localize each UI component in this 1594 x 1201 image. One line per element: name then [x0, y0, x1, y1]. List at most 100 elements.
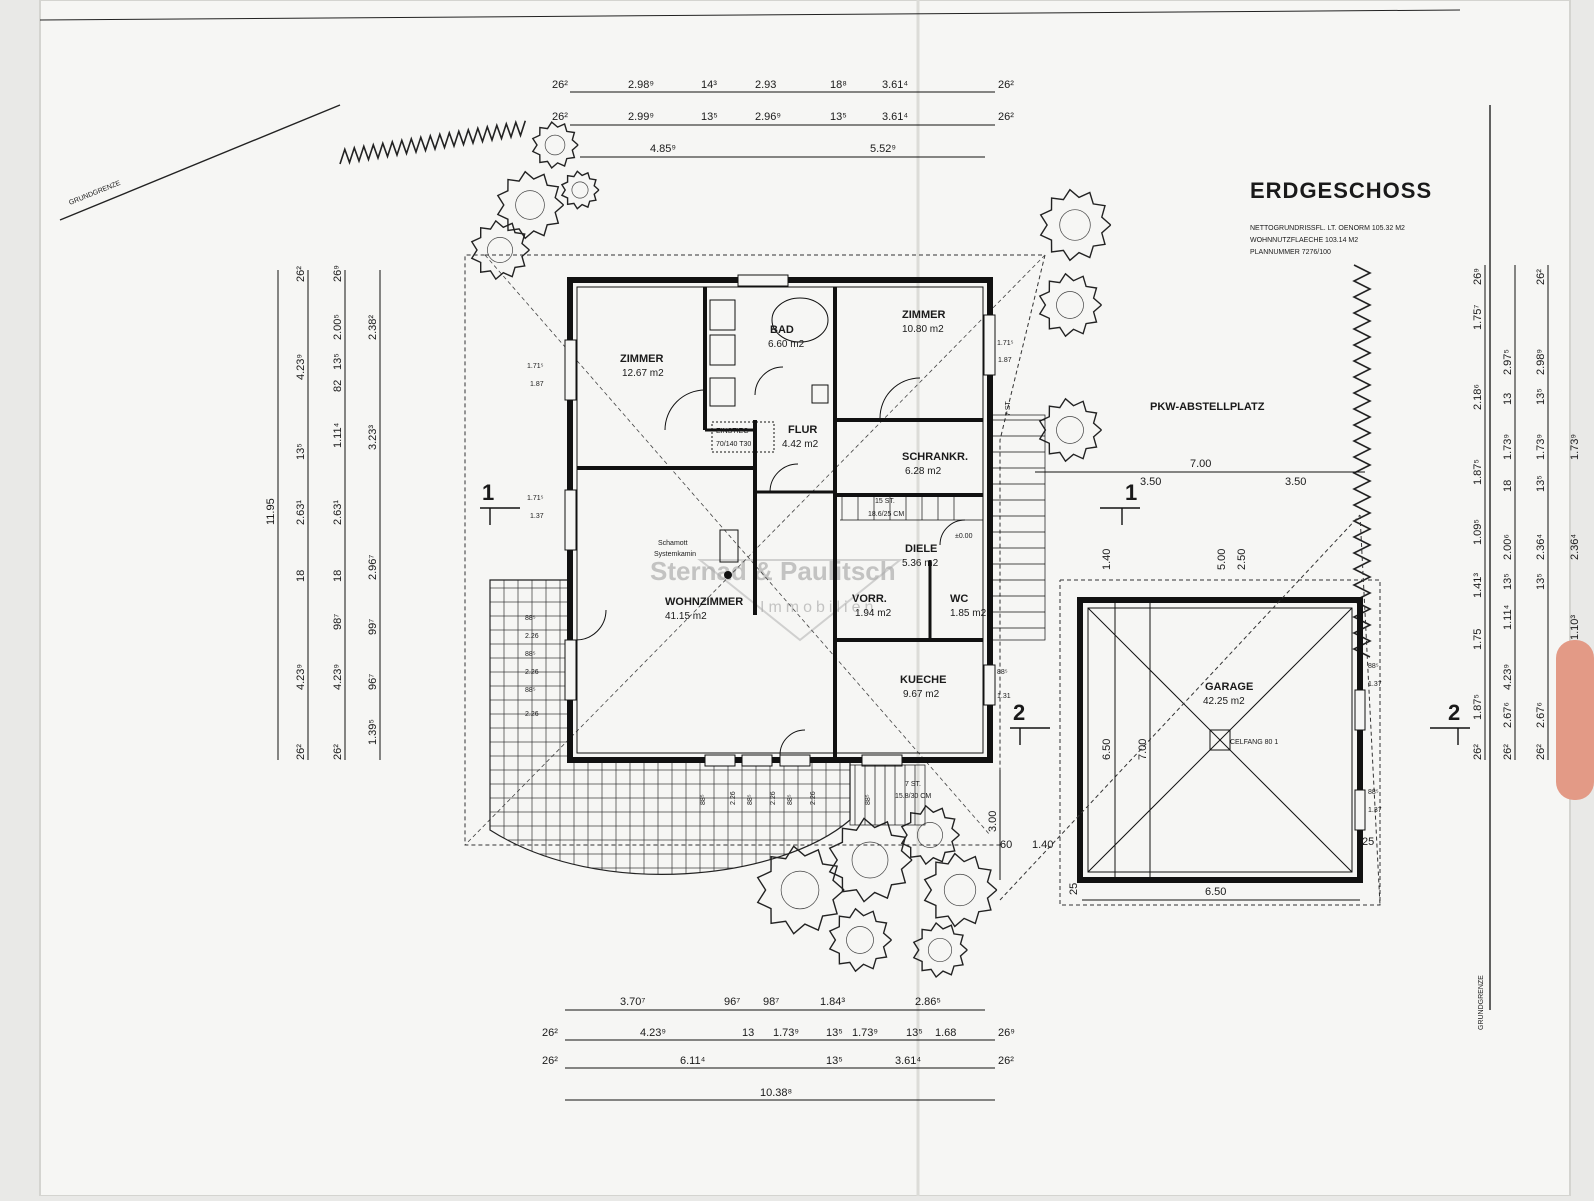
finger [1556, 640, 1594, 800]
dim-pkw-350b: 3.50 [1285, 476, 1306, 488]
dim-b2: 2.26 [730, 791, 737, 805]
dim-top-r3-0: 4.85⁹ [650, 143, 676, 155]
dim-top-r2-1: 2.99⁹ [628, 111, 654, 123]
dim-g300: 3.00 [987, 811, 999, 832]
dim-left-c2-0: 26² [295, 266, 307, 282]
dim-left-c4-0: 2.38² [367, 315, 379, 340]
dim-right-c4-1: 1.73⁹ [1569, 434, 1581, 460]
dim-top-r1-6: 26² [998, 79, 1014, 91]
section-mark-2-left: 2 [1013, 700, 1026, 725]
dim-g650b: 6.50 [1205, 886, 1226, 898]
dim-gw1b: 1.37 [1368, 681, 1382, 688]
dim-top-r1-3: 2.93 [755, 79, 776, 91]
dim-left-c3-4: 1.11⁴ [332, 422, 344, 448]
room-diele-name: DIELE [905, 543, 937, 555]
dim-b7: 88⁵ [865, 794, 872, 805]
dim-g25: 25 [1362, 836, 1374, 848]
dim-left-c2-6: 26² [295, 744, 307, 760]
dim-b4: 2.26 [770, 791, 777, 805]
bath-fixtures [709, 297, 829, 407]
note-stairs-terrace: 7 ST. [905, 781, 921, 788]
dim-right-c2-5: 13⁵ [1502, 573, 1514, 590]
room-wohnzimmer-name: WOHNZIMMER [665, 596, 743, 608]
dim-b3: 88⁵ [747, 794, 754, 805]
dim-left-c3-0: 26⁹ [332, 265, 344, 282]
dim-w1: 1.71⁵ [527, 363, 544, 370]
dim-gw1: 88⁵ [1368, 663, 1379, 670]
room-zimmer-2-area: 10.80 m2 [902, 324, 944, 335]
dim-t4: 2.26 [525, 669, 539, 676]
dim-right-c1-4: 1.09⁵ [1472, 519, 1484, 545]
dim-right-c3-3: 1.73⁹ [1535, 434, 1547, 460]
note-stairs-main-size: 18.6/25 CM [868, 511, 904, 518]
dim-top-r2-4: 13⁵ [830, 111, 847, 123]
room-zimmer-1-name: ZIMMER [620, 353, 663, 365]
dim-bot-r2-3: 1.73⁹ [773, 1027, 799, 1039]
dim-bot-r3-0: 26² [542, 1055, 558, 1067]
trees [470, 121, 1112, 979]
room-schrank-area: 6.28 m2 [905, 466, 942, 477]
dim-top-r2-0: 26² [552, 111, 568, 123]
dim-w2: 1.71⁵ [527, 495, 544, 502]
dim-g650: 6.50 [1101, 739, 1113, 760]
dim-left-c2-5: 4.23⁹ [295, 664, 307, 690]
dim-right-c1-2: 2.18⁶ [1472, 384, 1484, 410]
dim-right-c3-5: 2.36⁴ [1535, 534, 1547, 560]
stairs-steps [841, 497, 955, 520]
room-flur-area: 4.42 m2 [782, 439, 819, 450]
room-garage-name: GARAGE [1205, 681, 1253, 693]
dims-right: 26⁹ 1.75⁷ 2.18⁶ 1.87⁵ 1.09⁵ 1.41³ 1.75 1… [1472, 268, 1581, 760]
dim-top-r1-0: 26² [552, 79, 568, 91]
dim-bot-r3-1: 6.11⁴ [680, 1055, 706, 1067]
note-schamott: Schamott [658, 540, 688, 547]
dim-top-r1-1: 2.98⁹ [628, 79, 654, 91]
dim-left-c2-4: 18 [295, 570, 307, 582]
dim-bot-r3-2: 13⁵ [826, 1055, 843, 1067]
dim-right-c2-7: 4.23⁹ [1502, 664, 1514, 690]
dim-right-c3-0: 26² [1535, 269, 1547, 285]
dim-right-c1-6: 1.75 [1472, 629, 1484, 650]
room-kueche-name: KUECHE [900, 674, 946, 686]
dim-t2: 2.26 [525, 633, 539, 640]
dim-w3: 1.71⁵ [997, 340, 1014, 347]
dim-bot-r2-4: 13⁵ [826, 1027, 843, 1039]
garage [1077, 597, 1366, 883]
room-wc-area: 1.85 m2 [950, 608, 987, 619]
dim-left-c2-2: 13⁵ [295, 443, 307, 460]
dim-left-c4-4: 96⁷ [367, 674, 379, 690]
dim-right-c1-8: 26² [1472, 744, 1484, 760]
dims-bottom: 3.70⁷ 96⁷ 98⁷ 1.84³ 2.86⁵ 26² 4.23⁹ 13 1… [542, 996, 1015, 1099]
dim-right-c2-6: 1.11⁴ [1502, 604, 1514, 630]
section-mark-2-right: 2 [1448, 700, 1461, 725]
room-vorr-name: VORR. [852, 593, 887, 605]
dim-left-c1-0: 11.95 [265, 498, 277, 525]
dim-right-c4-2: 1.10³ [1569, 615, 1581, 640]
dim-bot-r2-1: 4.23⁹ [640, 1027, 666, 1039]
room-vorr-area: 1.94 m2 [855, 608, 892, 619]
dim-top-r2-2: 13⁵ [701, 111, 718, 123]
dim-right-c2-2: 1.73⁹ [1502, 434, 1514, 460]
dim-t3: 88⁵ [525, 651, 536, 658]
dim-g140b: 1.40 [1032, 839, 1053, 851]
dim-right-c1-3: 1.87⁵ [1472, 459, 1484, 485]
dim-left-c3-8: 98⁷ [332, 614, 344, 630]
dim-left-c4-5: 1.39⁵ [367, 719, 379, 745]
label-pkw-abstellplatz: PKW-ABSTELLPLATZ [1150, 401, 1265, 413]
dim-bot-r2-5: 1.73⁹ [852, 1027, 878, 1039]
dim-bot-r2-6: 13⁵ [906, 1027, 923, 1039]
dim-right-c3-8: 26² [1535, 744, 1547, 760]
note-stairs-terrace-size: 15.8/30 CM [895, 793, 931, 800]
dim-bot-r3-4: 26² [998, 1055, 1014, 1067]
dim-top-r2-5: 3.61⁴ [882, 111, 908, 123]
dim-right-c2-4: 2.00⁶ [1502, 534, 1514, 560]
dim-bot-r1-0: 3.70⁷ [620, 996, 645, 1008]
dim-left-c3-9: 26² [332, 744, 344, 760]
dim-pkw-7: 7.00 [1190, 458, 1211, 470]
dim-right-c1-5: 1.41³ [1472, 573, 1484, 598]
info-line-3: PLANNUMMER 7276/100 [1250, 249, 1331, 256]
dim-bot-r3-3: 3.61⁴ [895, 1055, 921, 1067]
dim-t6: 2.26 [525, 711, 539, 718]
dim-b5: 88⁵ [787, 794, 794, 805]
note-stairs-entry: 7 ST. [1005, 400, 1012, 416]
dim-bot-r1-2: 98⁷ [763, 996, 779, 1008]
